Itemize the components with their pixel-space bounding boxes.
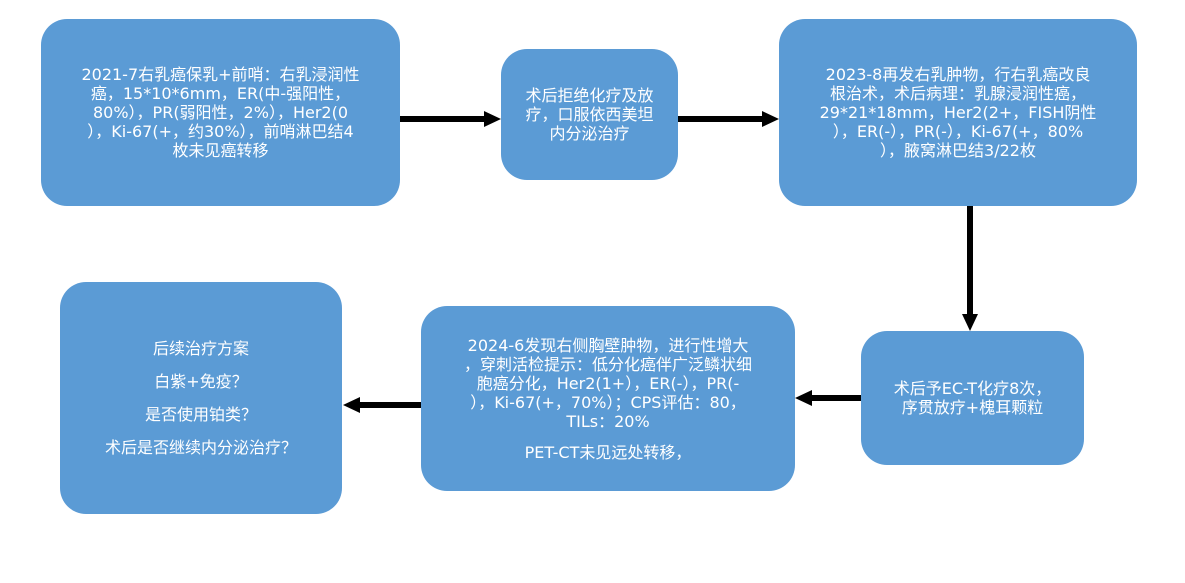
node-text-line: 癌，15*10*6mm，ER(中-强阳性， (90, 84, 351, 103)
node-text-line: 内分泌治疗 (549, 124, 630, 143)
plan-question: 白紫+免疫？ (154, 372, 248, 391)
plan-question: 术后是否继续内分泌治疗？ (104, 438, 297, 457)
node-text-line: 2021-7右乳癌保乳+前哨：右乳浸润性 (81, 65, 360, 84)
node-text-line: 序贯放疗+槐耳颗粒 (901, 398, 1044, 417)
node-text-line: 术后拒绝化疗及放 (525, 86, 654, 105)
node-2021-surgery: 2021-7右乳癌保乳+前哨：右乳浸润性 癌，15*10*6mm，ER(中-强阳… (41, 19, 400, 206)
node-text-line: TILs：20% (566, 411, 650, 431)
node-2023-recurrence: 2023-8再发右乳肿物，行右乳癌改良 根治术，术后病理：乳腺浸润性癌， 29*… (779, 19, 1137, 206)
node-text-line: ，穿刺活检提示：低分化癌伴广泛鳞状细 (463, 354, 752, 374)
arrow-b1-to-b2 (400, 111, 501, 127)
node-postop-chemo-radio: 术后予EC-T化疗8次， 序贯放疗+槐耳颗粒 (861, 331, 1084, 465)
arrow-b2-to-b3 (678, 111, 779, 127)
node-text-line: 80%），PR(弱阳性，2%），Her2(0 (92, 103, 348, 122)
plan-question: 是否使用铂类？ (144, 405, 257, 424)
node-refused-chemo-endocrine: 术后拒绝化疗及放 疗，口服依西美坦 内分泌治疗 (501, 49, 678, 180)
node-text-line: ），Ki-67(+，70%）；CPS评估：80， (470, 392, 746, 412)
arrow-b5-to-b6 (343, 397, 421, 413)
arrow-b4-to-b5 (795, 390, 861, 406)
node-text-line: 2023-8再发右乳肿物，行右乳癌改良 (825, 65, 1091, 84)
node-text-line: ），腋窝淋巴结3/22枚 (880, 141, 1036, 160)
node-text-line: 疗，口服依西美坦 (525, 105, 654, 124)
node-text-line: ），ER(-），PR(-），Ki-67(+，80% (832, 122, 1084, 141)
plan-title: 后续治疗方案 (152, 339, 249, 358)
node-next-treatment-plan: 后续治疗方案 白紫+免疫？ 是否使用铂类？ 术后是否继续内分泌治疗？ (60, 282, 342, 514)
node-text-line: 胞癌分化，Her2(1+），ER(-），PR(- (476, 373, 740, 393)
node-text-line: 枚未见癌转移 (172, 141, 269, 160)
arrow-b3-to-b4 (962, 206, 978, 331)
node-text-line: 术后予EC-T化疗8次， (893, 379, 1052, 398)
node-text-line: ），Ki-67(+，约30%），前哨淋巴结4 (87, 122, 354, 141)
node-text-line: 2024-6发现右侧胸壁肿物，进行性增大 (467, 335, 749, 355)
node-text-line: 根治术，术后病理：乳腺浸润性癌， (829, 84, 1086, 103)
node-text-note: PET-CT未见远处转移， (524, 442, 692, 462)
node-text-line: 29*21*18mm，Her2(2+，FISH阴性 (819, 103, 1097, 122)
node-2024-chest-wall-mass: 2024-6发现右侧胸壁肿物，进行性增大 ，穿刺活检提示：低分化癌伴广泛鳞状细 … (421, 306, 795, 491)
